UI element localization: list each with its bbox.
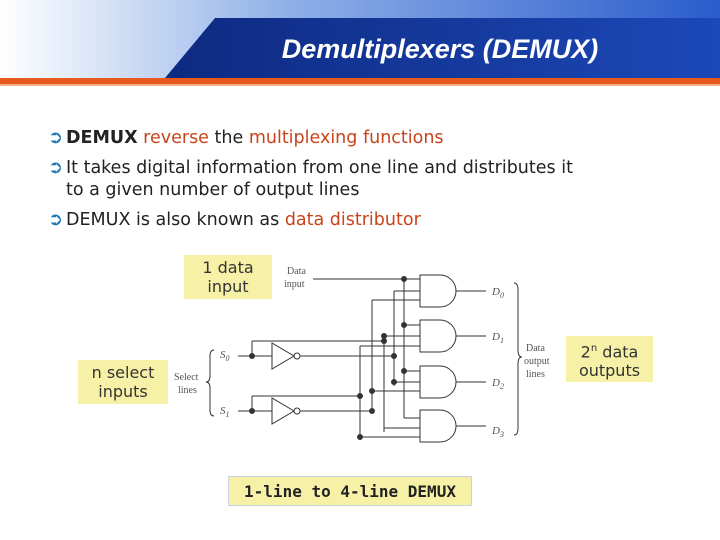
bullet-list: ➲ DEMUX reverse the multiplexing functio… [48, 123, 700, 235]
diagram-caption: 1-line to 4-line DEMUX [228, 476, 472, 506]
bullet-text: the [208, 128, 249, 148]
bullet-arrow-icon: ➲ [48, 157, 64, 178]
output-label-d2: D2 [491, 377, 504, 391]
bullet-text: It takes digital information from one li… [66, 158, 573, 178]
callout-line: 2n data [580, 342, 639, 362]
bullet-item: ➲ It takes digital information from one … [48, 153, 700, 201]
output-lines-label: output [524, 356, 550, 367]
select-label-s0: S0 [220, 349, 230, 363]
and-gate [419, 409, 457, 443]
output-label-d3: D3 [491, 425, 504, 439]
output-lines-label: Data [526, 343, 545, 354]
callout-line: inputs [98, 382, 148, 401]
inverter-gate [271, 397, 295, 425]
output-label-d1: D1 [491, 331, 504, 345]
bullet-text-continuation: to a given number of output lines [66, 180, 360, 200]
page-title: Demultiplexers (DEMUX) [281, 34, 599, 64]
select-lines-label: lines [178, 385, 197, 396]
and-gate [419, 274, 457, 308]
bullet-item: ➲ DEMUX is also known as data distributo… [48, 205, 700, 235]
output-label-d0: D0 [491, 286, 504, 300]
inverter-gate [271, 342, 295, 370]
bullet-item: ➲ DEMUX reverse the multiplexing functio… [48, 123, 700, 153]
header-banner-graphic [0, 0, 720, 86]
callout-line: input [207, 277, 249, 296]
callout-select-inputs: n select inputs [78, 360, 168, 404]
and-gate [419, 365, 457, 399]
bullet-text: DEMUX is also known as [66, 210, 285, 230]
callout-line: outputs [578, 361, 641, 381]
callout-data-outputs: 2n data outputs [566, 336, 653, 382]
callout-line: n select [91, 363, 155, 382]
data-input-label: Data [287, 266, 306, 277]
and-gate [419, 319, 457, 353]
bullet-highlight-text: multiplexing functions [248, 128, 444, 148]
bullet-strong-text: DEMUX [66, 128, 138, 148]
data-input-label: input [284, 279, 305, 290]
select-label-s1: S1 [220, 405, 230, 419]
bullet-highlight-text: data distributor [284, 210, 421, 230]
slide-header: Demultiplexers (DEMUX) [0, 0, 720, 92]
demux-circuit-diagram: Data input D0 D1 D2 D3 Data output lines… [174, 266, 550, 443]
bullet-arrow-icon: ➲ [48, 127, 64, 148]
select-lines-label: Select [174, 372, 199, 383]
output-lines-label: lines [526, 369, 545, 380]
bullet-highlight-text: reverse [137, 128, 209, 148]
callout-line: 1 data [202, 258, 254, 277]
callout-data-input: 1 data input [184, 255, 272, 299]
bullet-arrow-icon: ➲ [48, 209, 64, 230]
